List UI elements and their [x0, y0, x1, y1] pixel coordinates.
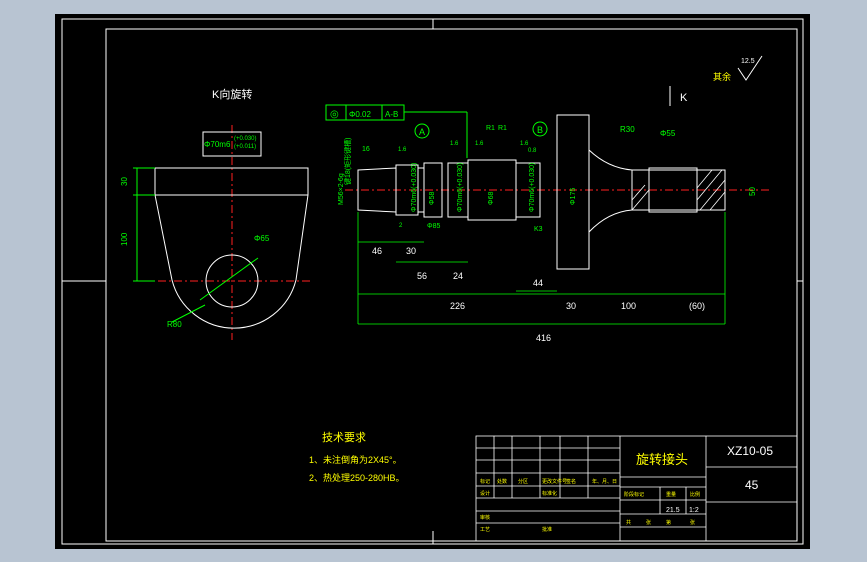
svg-text:批准: 批准: [542, 526, 552, 533]
side-fit-label: Φ70m6: [204, 140, 231, 149]
tech-req-title: 技术要求: [322, 431, 366, 444]
shaft-dia-68: Φ68: [488, 192, 495, 205]
dim-r1-a: R1: [486, 125, 495, 132]
length-dimension-lines: [357, 212, 726, 325]
svg-text:第: 第: [666, 519, 671, 526]
view-label: K向旋转: [212, 87, 252, 101]
svg-text:分区: 分区: [518, 478, 528, 485]
svg-text:张: 张: [690, 519, 695, 526]
len-30b: 30: [566, 301, 576, 311]
shaft-thread: M56×2-6g: [338, 173, 345, 205]
tolerance-frame: [325, 104, 468, 158]
datum-b-bubble: [532, 121, 548, 137]
dim-chamfer: K3: [534, 226, 543, 233]
datum-b-label: B: [537, 125, 543, 135]
svg-text:处数: 处数: [497, 478, 507, 485]
dim-rough-5: 0.8: [528, 148, 537, 154]
shaft-dia-85: Φ85: [427, 223, 440, 230]
material: 45: [745, 478, 759, 492]
svg-text:12.5: 12.5: [741, 58, 755, 65]
dim-rough-3: 1.6: [475, 141, 484, 147]
svg-text:设计: 设计: [480, 490, 490, 497]
svg-text:工艺: 工艺: [480, 527, 490, 533]
svg-text:更改文件号: 更改文件号: [542, 478, 567, 485]
dim-16: 16: [362, 146, 370, 153]
svg-text:共: 共: [626, 519, 631, 526]
shaft-fit-3: Φ70m6(+0.030): [529, 163, 536, 212]
dim-r30: R30: [620, 125, 635, 134]
svg-text:张: 张: [646, 519, 651, 526]
arrow-label: K: [680, 92, 688, 104]
svg-text:其余: 其余: [713, 71, 731, 82]
centering-marks: [62, 19, 803, 544]
title-block: [475, 435, 798, 542]
drawing-sheet: [55, 14, 810, 549]
shaft-fit-1: Φ70m6(+0.030): [411, 163, 418, 212]
len-416: 416: [536, 333, 551, 343]
svg-text:标准化: 标准化: [542, 490, 557, 497]
title-block-labels: 标记 处数 分区 更改文件号 签名 年、月、日 设计 标准化 阶段标记 重量 比…: [480, 478, 700, 533]
side-view: [133, 125, 310, 340]
weight-value: 21.5: [666, 507, 680, 514]
side-dim-bore: Φ65: [254, 234, 270, 243]
svg-text:重量: 重量: [666, 491, 676, 498]
len-30a: 30: [406, 246, 416, 256]
len-226: 226: [450, 301, 465, 311]
shaft-view: [345, 114, 770, 270]
tolerance-symbol: ◎: [330, 109, 339, 120]
tolerance-value: Φ0.02: [349, 110, 372, 119]
shaft-dia-55: Φ55: [660, 129, 676, 138]
svg-text:审核: 审核: [480, 514, 490, 521]
svg-text:比例: 比例: [690, 491, 700, 498]
bore-circle: [205, 254, 259, 308]
len-24: 24: [453, 271, 463, 281]
side-dim-30: 30: [120, 177, 129, 186]
svg-text:标记: 标记: [480, 478, 490, 485]
tech-req-item-1: 1、未注倒角为2X45°。: [309, 454, 402, 465]
len-46: 46: [372, 246, 382, 256]
dim-rough-4: 1.6: [520, 141, 529, 147]
datum-a-bubble: [414, 123, 430, 139]
shaft-keyway: 键18(矩形键槽): [343, 138, 352, 185]
shaft-dia-175: Φ175: [570, 188, 577, 205]
len-100: 100: [621, 301, 636, 311]
dim-r1-b: R1: [498, 125, 507, 132]
side-fit-upper: (+0.030): [234, 136, 257, 142]
drawing-number: XZ10-05: [727, 444, 773, 458]
part-name: 旋转接头: [636, 452, 688, 467]
dim-rough-2: 1.6: [450, 141, 459, 147]
len-44: 44: [533, 278, 543, 288]
svg-text:阶段标记: 阶段标记: [624, 491, 644, 498]
side-dim-100: 100: [120, 232, 129, 246]
len-60: (60): [689, 301, 705, 311]
shaft-dia-58: Φ58: [429, 192, 436, 205]
tech-req-item-2: 2、热处理250-280HB。: [309, 472, 405, 483]
dim-50: 50: [748, 187, 757, 196]
svg-text:签名: 签名: [566, 478, 576, 485]
surface-finish-symbol: 其余 12.5: [713, 55, 763, 82]
side-fit-lower: (+0.011): [234, 144, 256, 150]
dim-rough-1: 1.6: [398, 147, 407, 153]
tolerance-datum: A-B: [385, 110, 398, 119]
svg-text:年、月、日: 年、月、日: [592, 478, 617, 485]
len-56: 56: [417, 271, 427, 281]
datum-a-label: A: [419, 127, 425, 137]
shaft-fit-2: Φ70m6(+0.030): [457, 163, 464, 212]
dim-2: 2: [399, 223, 403, 229]
scale-value: 1:2: [689, 507, 699, 514]
side-dim-radius: R80: [167, 320, 182, 329]
